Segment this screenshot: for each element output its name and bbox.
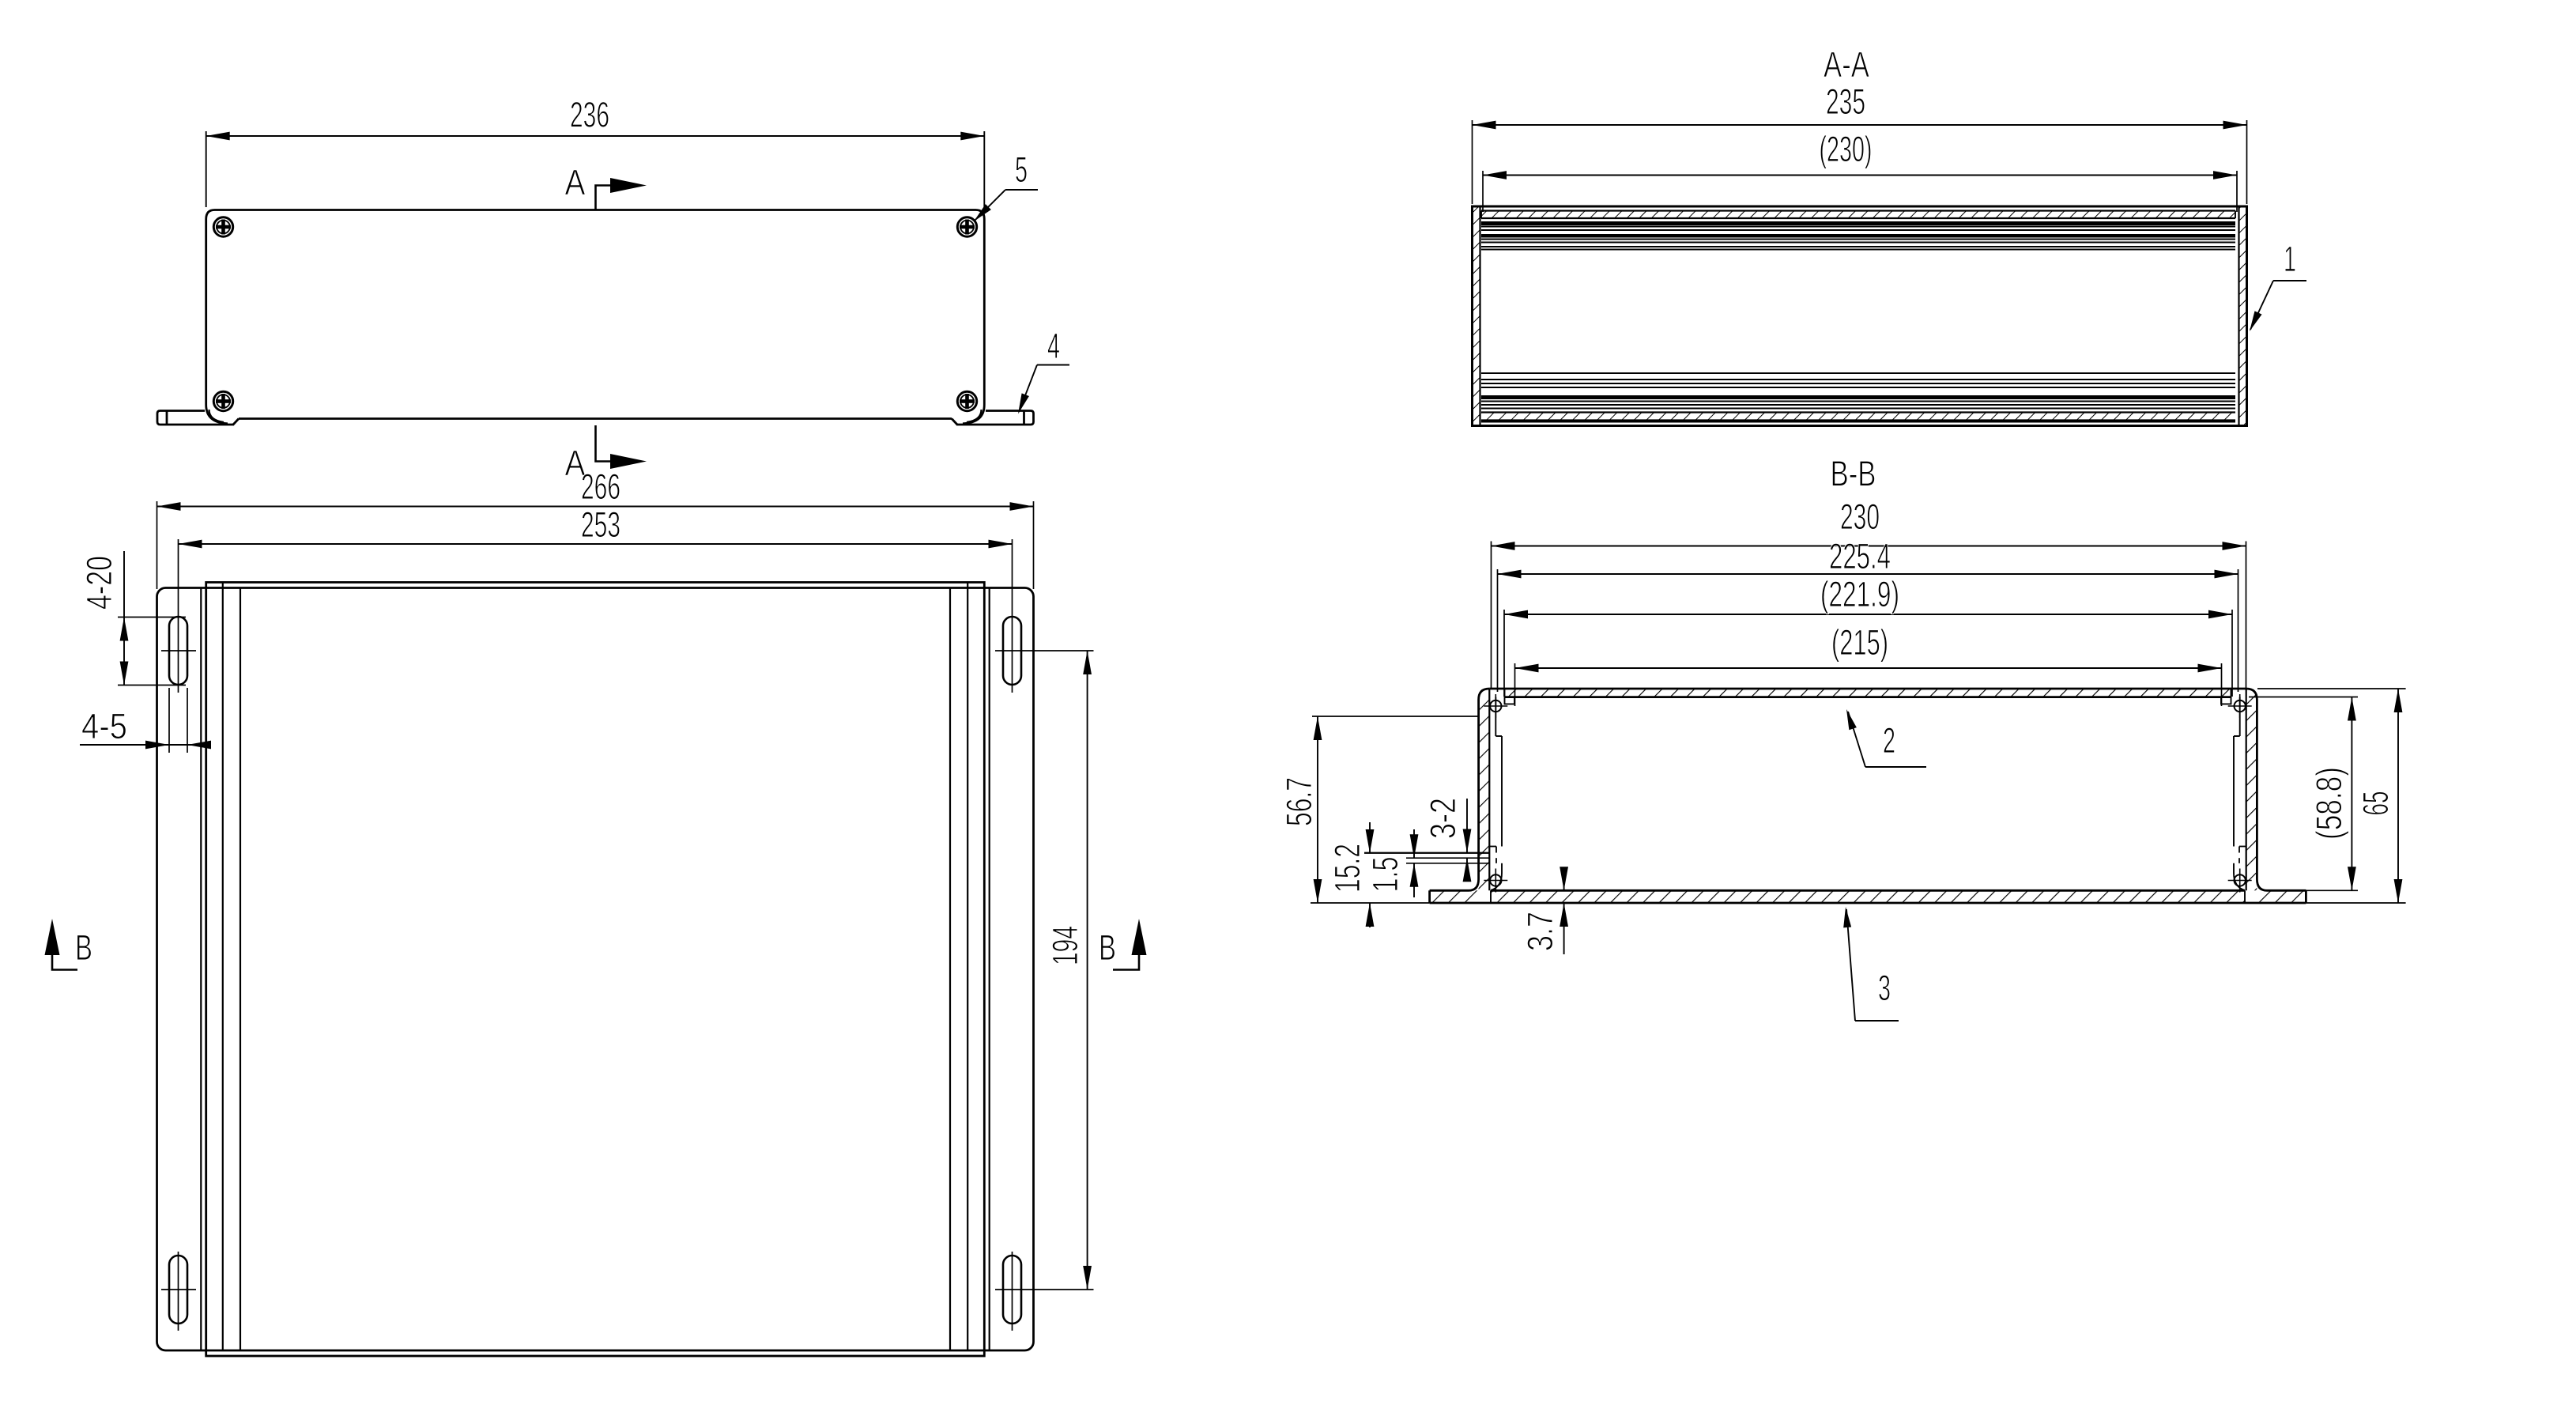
svg-text:1.5: 1.5 xyxy=(1365,857,1405,893)
svg-text:B: B xyxy=(75,927,92,968)
svg-text:B: B xyxy=(1099,927,1116,968)
svg-text:3: 3 xyxy=(1878,968,1891,1008)
svg-text:3.7: 3.7 xyxy=(1520,912,1560,951)
svg-text:(215): (215) xyxy=(1831,622,1888,663)
svg-text:230: 230 xyxy=(1840,497,1880,537)
svg-text:(221.9): (221.9) xyxy=(1820,574,1899,614)
svg-text:(230): (230) xyxy=(1820,129,1873,169)
svg-text:(58.8): (58.8) xyxy=(2309,767,2349,840)
svg-text:56.7: 56.7 xyxy=(1279,777,1319,826)
svg-text:5: 5 xyxy=(1015,149,1028,190)
svg-text:266: 266 xyxy=(581,466,620,507)
svg-text:1: 1 xyxy=(2284,239,2296,279)
svg-text:B-B: B-B xyxy=(1831,454,1876,494)
svg-text:236: 236 xyxy=(570,95,609,135)
svg-text:2: 2 xyxy=(1883,720,1895,761)
svg-text:4-5: 4-5 xyxy=(81,706,127,746)
svg-text:65: 65 xyxy=(2355,791,2396,816)
svg-text:194: 194 xyxy=(1045,926,1085,965)
svg-text:3-2: 3-2 xyxy=(1423,798,1463,839)
svg-text:235: 235 xyxy=(1826,81,1865,122)
svg-text:4-20: 4-20 xyxy=(79,556,119,610)
svg-text:15.2: 15.2 xyxy=(1327,844,1367,893)
svg-text:253: 253 xyxy=(581,504,620,545)
svg-text:A: A xyxy=(565,443,586,483)
svg-text:A-A: A-A xyxy=(1824,44,1869,85)
svg-text:A: A xyxy=(565,162,586,202)
svg-text:4: 4 xyxy=(1047,326,1060,366)
svg-text:225.4: 225.4 xyxy=(1829,536,1891,576)
